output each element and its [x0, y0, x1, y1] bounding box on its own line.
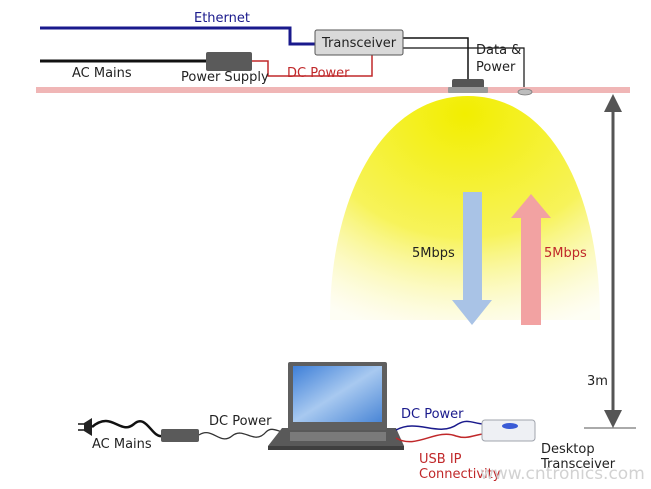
- dc-power-top-wire: [252, 52, 373, 77]
- laptop-base-edge: [268, 446, 404, 450]
- uplink-arrow: [511, 194, 551, 325]
- ceiling: [36, 87, 630, 93]
- bottom-power-adapter: [161, 429, 199, 442]
- desktop-transceiver: [481, 419, 536, 442]
- dc-power-right-wire: [395, 420, 485, 431]
- dc-power-left-wire: [198, 428, 285, 440]
- label-usb-2: Connectivity: [419, 467, 501, 482]
- power-supply-box: [206, 52, 252, 71]
- label-dc-power-top: DC Power: [287, 66, 350, 81]
- height-arrow-top: [604, 94, 622, 112]
- label-ethernet: Ethernet: [194, 11, 250, 26]
- plug-icon: [84, 418, 92, 436]
- lamp-body: [452, 79, 484, 89]
- label-ac-mains-top: AC Mains: [72, 66, 132, 81]
- label-power-supply: Power Supply: [181, 70, 269, 85]
- label-data-power-2: Power: [476, 60, 516, 75]
- height-arrow-bottom: [604, 410, 622, 428]
- label-uplink-rate: 5Mbps: [544, 246, 587, 261]
- label-usb-1: USB IP: [419, 452, 462, 467]
- laptop-screen: [293, 366, 382, 422]
- desktop-transceiver-sensor-icon: [502, 423, 518, 429]
- label-dc-power-right: DC Power: [401, 407, 464, 422]
- label-transceiver: Transceiver: [321, 36, 397, 51]
- data-power-wire: [402, 37, 469, 80]
- label-ac-mains-bottom: AC Mains: [92, 437, 152, 452]
- label-downlink-rate: 5Mbps: [412, 246, 455, 261]
- label-dc-power-left: DC Power: [209, 414, 272, 429]
- label-desktop-1: Desktop: [541, 442, 595, 457]
- lamp-base: [448, 87, 488, 93]
- label-desktop-2: Transceiver: [540, 457, 616, 472]
- ceiling-sensor: [517, 88, 533, 96]
- ethernet-wire: [40, 26, 316, 46]
- label-height: 3m: [587, 374, 608, 389]
- transceiver-side-wire: [402, 47, 525, 90]
- watermark: www.cntronics.com: [480, 464, 645, 484]
- transceiver-box: [314, 29, 404, 56]
- ac-mains-bottom-wire: [91, 419, 163, 438]
- usb-wire: [395, 433, 485, 443]
- laptop-keyboard: [290, 432, 386, 441]
- downlink-arrow: [452, 192, 492, 325]
- label-data-power-1: Data &: [476, 43, 521, 58]
